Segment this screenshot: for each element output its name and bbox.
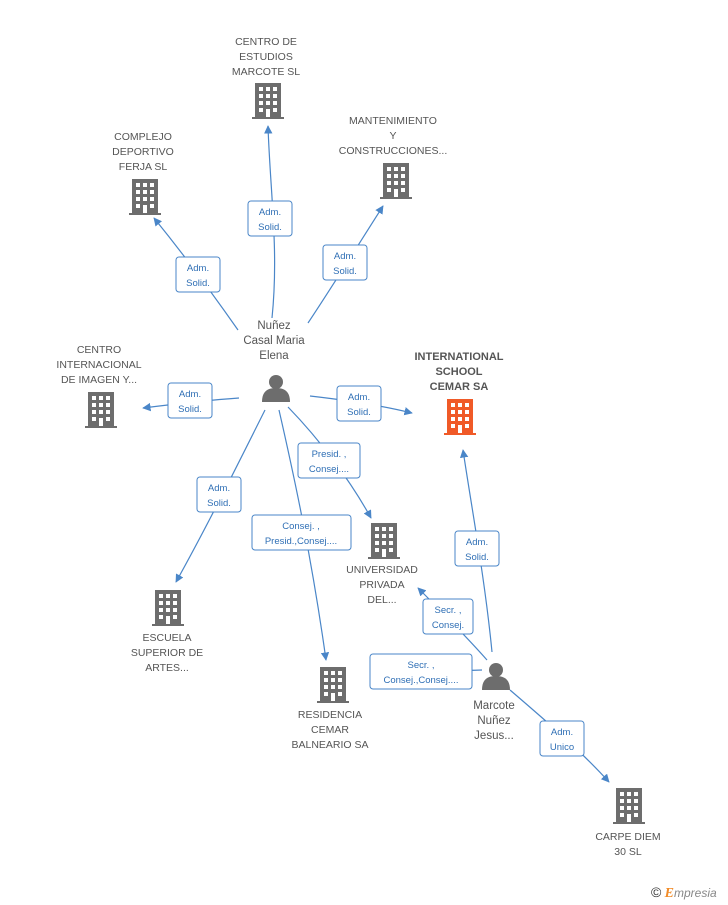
node-person-nunez[interactable]: Nuñez Casal Maria Elena — [243, 320, 305, 402]
node-complejo[interactable]: COMPLEJO DEPORTIVO FERJA SL — [112, 131, 174, 215]
rel-label-line: Solid. — [465, 552, 489, 563]
rel-label-line: Solid. — [178, 404, 202, 415]
node-label-line: Nuñez — [477, 715, 510, 727]
node-label-line: DEL... — [367, 594, 396, 606]
relation-labels: Adm. Solid. Adm. Solid. Adm. Solid. Adm.… — [167, 200, 585, 757]
rel-label-line: Adm. — [334, 251, 356, 262]
node-escuela[interactable]: ESCUELA SUPERIOR DE ARTES... — [131, 590, 203, 674]
node-label-line: CEMAR SA — [430, 381, 489, 393]
node-label-line: Marcote — [473, 700, 515, 712]
node-label-line: ESTUDIOS — [239, 51, 293, 63]
node-label-line: CENTRO — [77, 344, 121, 356]
node-label-line: CONSTRUCCIONES... — [339, 145, 448, 157]
rel-label-line: Adm. — [179, 389, 201, 400]
rel-label-line: Presid. , — [312, 449, 347, 460]
rel-to-residencia-marcote[interactable]: Secr. , Consej.,Consej.... — [369, 653, 473, 690]
building-icon — [380, 163, 412, 199]
node-label-line: INTERNACIONAL — [56, 359, 141, 371]
rel-to-residencia[interactable]: Consej. , Presid.,Consej.... — [251, 514, 352, 551]
footer-brand: © Empresia — [651, 884, 717, 902]
rel-label-line: Adm. — [466, 537, 488, 548]
node-label-line: INTERNATIONAL — [414, 351, 503, 363]
building-icon — [252, 83, 284, 119]
node-label-line: MARCOTE SL — [232, 66, 300, 78]
node-label-line: BALNEARIO SA — [291, 739, 368, 751]
node-label-line: ESCUELA — [142, 632, 191, 644]
rel-label-line: Adm. — [208, 483, 230, 494]
node-label-line: CENTRO DE — [235, 36, 297, 48]
building-icon — [368, 523, 400, 559]
node-label-line: DE IMAGEN Y... — [61, 374, 137, 386]
person-icon — [482, 663, 510, 690]
node-label-line: SUPERIOR DE — [131, 647, 203, 659]
rel-label-line: Adm. — [348, 392, 370, 403]
building-icon — [613, 788, 645, 824]
copyright-symbol: © — [651, 884, 662, 900]
node-label-line: CEMAR — [311, 724, 349, 736]
node-label-line: CARPE DIEM — [595, 831, 660, 843]
rel-label-line: Solid. — [258, 222, 282, 233]
node-label-line: SCHOOL — [435, 366, 482, 378]
rel-to-complejo[interactable]: Adm. Solid. — [175, 256, 221, 293]
rel-label-line: Consej.,Consej.... — [384, 675, 459, 686]
node-carpe-diem[interactable]: CARPE DIEM 30 SL — [595, 788, 661, 858]
node-label-line: COMPLEJO — [114, 131, 172, 143]
node-universidad[interactable]: UNIVERSIDAD PRIVADA DEL... — [346, 523, 418, 606]
node-person-marcote[interactable]: Marcote Nuñez Jesus... — [473, 663, 515, 742]
node-mantenimiento[interactable]: MANTENIMIENTO Y CONSTRUCCIONES... — [339, 115, 448, 199]
rel-to-carpe-diem[interactable]: Adm. Unico — [539, 720, 585, 757]
rel-to-mantenimiento[interactable]: Adm. Solid. — [322, 244, 368, 281]
rel-label-line: Consej. , — [282, 521, 320, 532]
node-label-line: RESIDENCIA — [298, 709, 362, 721]
node-label-line: PRIVADA — [359, 579, 404, 591]
rel-to-main-company-marcote[interactable]: Adm. Solid. — [454, 530, 500, 567]
node-label-line: Casal Maria — [243, 335, 305, 347]
brand-logo-initial: E — [664, 886, 675, 901]
node-centro-internacional[interactable]: CENTRO INTERNACIONAL DE IMAGEN Y... — [56, 344, 142, 428]
rel-label-line: Secr. , — [435, 605, 462, 616]
rel-to-centro-internacional[interactable]: Adm. Solid. — [167, 382, 213, 419]
node-label-line: Nuñez — [257, 320, 290, 332]
rel-to-main-company-nunez[interactable]: Adm. Solid. — [336, 385, 382, 422]
rel-label-line: Presid.,Consej.... — [265, 536, 337, 547]
node-label-line: Jesus... — [474, 730, 514, 742]
brand-logo-text: mpresia — [674, 886, 717, 900]
building-icon — [317, 667, 349, 703]
building-icon — [152, 590, 184, 626]
rel-label-line: Consej. — [432, 620, 464, 631]
rel-label-line: Unico — [550, 742, 574, 753]
person-icon — [262, 375, 290, 402]
node-label-line: ARTES... — [145, 662, 189, 674]
node-label-line: FERJA SL — [119, 161, 168, 173]
node-label-line: MANTENIMIENTO — [349, 115, 437, 127]
rel-label-line: Adm. — [259, 207, 281, 218]
node-label-line: UNIVERSIDAD — [346, 564, 418, 576]
node-centro-estudios[interactable]: CENTRO DE ESTUDIOS MARCOTE SL — [232, 36, 300, 119]
rel-to-escuela[interactable]: Adm. Solid. — [196, 476, 242, 513]
rel-label-line: Secr. , — [408, 660, 435, 671]
building-icon — [444, 399, 476, 435]
rel-label-line: Adm. — [187, 263, 209, 274]
building-icon — [85, 392, 117, 428]
rel-label-line: Solid. — [347, 407, 371, 418]
node-residencia[interactable]: RESIDENCIA CEMAR BALNEARIO SA — [291, 667, 369, 751]
rel-label-line: Solid. — [333, 266, 357, 277]
rel-to-universidad-marcote[interactable]: Secr. , Consej. — [422, 598, 474, 635]
rel-label-line: Solid. — [207, 498, 231, 509]
rel-label-line: Solid. — [186, 278, 210, 289]
rel-to-universidad-nunez[interactable]: Presid. , Consej.... — [297, 442, 361, 479]
rel-to-centro-estudios[interactable]: Adm. Solid. — [247, 200, 293, 237]
node-label-line: Elena — [259, 350, 289, 362]
rel-label-line: Adm. — [551, 727, 573, 738]
node-label-line: DEPORTIVO — [112, 146, 174, 158]
node-main-company[interactable]: INTERNATIONAL SCHOOL CEMAR SA — [414, 351, 504, 435]
node-label-line: 30 SL — [614, 846, 642, 858]
node-label-line: Y — [389, 130, 396, 142]
rel-label-line: Consej.... — [309, 464, 349, 475]
building-icon — [129, 179, 161, 215]
